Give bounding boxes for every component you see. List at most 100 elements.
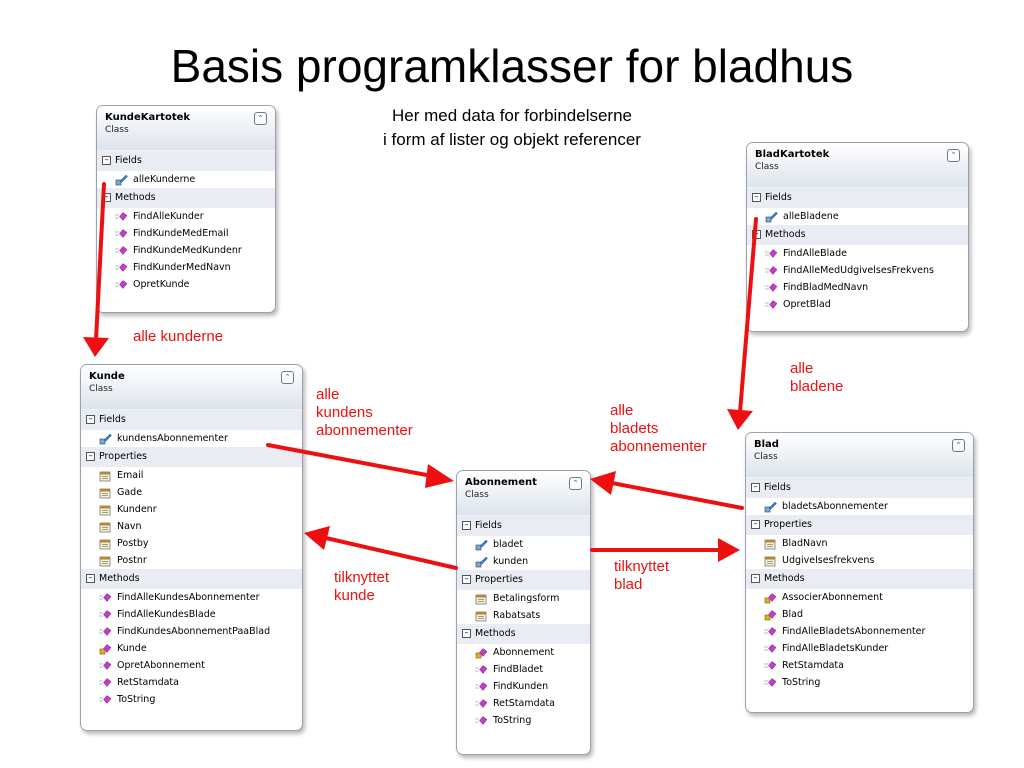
method-item: FindBladMedNavn bbox=[747, 279, 968, 296]
field-icon bbox=[475, 556, 488, 568]
field-item: alleBladene bbox=[747, 208, 968, 225]
collapse-minus-icon[interactable]: – bbox=[752, 230, 761, 239]
collapse-icon[interactable]: ⌃ bbox=[569, 477, 582, 490]
methods-section[interactable]: –Methods bbox=[97, 188, 275, 208]
method-icon bbox=[99, 694, 112, 706]
class-name: KundeKartotek bbox=[105, 112, 191, 123]
collapse-minus-icon[interactable]: – bbox=[462, 521, 471, 530]
method-item: FindAlleKundesBlade bbox=[81, 606, 302, 623]
collapse-icon[interactable]: ⌃ bbox=[281, 371, 294, 384]
method-item: FindAlleBladetsAbonnementer bbox=[746, 623, 973, 640]
property-item: Postby bbox=[81, 535, 302, 552]
method-icon bbox=[475, 664, 488, 676]
method-item: FindAlleKunder bbox=[97, 208, 275, 225]
collapse-minus-icon[interactable]: – bbox=[751, 520, 760, 529]
method-icon bbox=[99, 677, 112, 689]
class-box-blad[interactable]: Blad Class ⌃ –Fields bladetsAbonnementer… bbox=[745, 432, 974, 713]
page-title: Basis programklasser for bladhus bbox=[170, 40, 854, 92]
method-item: ToString bbox=[746, 674, 973, 691]
method-icon bbox=[475, 715, 488, 727]
property-icon bbox=[475, 610, 488, 622]
arrow-tilknyttet-kunde bbox=[304, 526, 458, 570]
property-icon bbox=[764, 555, 777, 567]
fields-section[interactable]: –Fields bbox=[81, 410, 302, 430]
class-box-bladkartotek[interactable]: BladKartotek Class ⌃ –Fields alleBladene… bbox=[746, 142, 969, 332]
methods-section[interactable]: –Methods bbox=[81, 569, 302, 589]
collapse-icon[interactable]: ⌃ bbox=[947, 149, 960, 162]
property-icon bbox=[99, 521, 112, 533]
label-alle-kunderne: alle kunderne bbox=[133, 328, 224, 345]
fields-section[interactable]: –Fields bbox=[747, 188, 968, 208]
method-icon bbox=[764, 677, 777, 689]
label-alle-kundens-abonnementer: alle kundens abonnementer bbox=[316, 386, 413, 439]
collapse-minus-icon[interactable]: – bbox=[752, 193, 761, 202]
field-icon bbox=[115, 174, 128, 186]
method-icon bbox=[765, 265, 778, 277]
fields-section[interactable]: –Fields bbox=[746, 478, 973, 498]
method-item: OpretAbonnement bbox=[81, 657, 302, 674]
label-tilknyttet-kunde: tilknyttet kunde bbox=[334, 569, 390, 604]
property-item: BladNavn bbox=[746, 535, 973, 552]
class-name: Abonnement bbox=[465, 477, 537, 488]
property-item: Rabatsats bbox=[457, 607, 590, 624]
properties-section[interactable]: –Properties bbox=[81, 447, 302, 467]
method-item: FindKundesAbonnementPaaBlad bbox=[81, 623, 302, 640]
methods-section[interactable]: –Methods bbox=[457, 624, 590, 644]
constructor-item: Blad bbox=[746, 606, 973, 623]
constructor-item: AssocierAbonnement bbox=[746, 589, 973, 606]
collapse-icon[interactable]: ⌃ bbox=[952, 439, 965, 452]
method-item: RetStamdata bbox=[746, 657, 973, 674]
field-icon bbox=[475, 539, 488, 551]
method-item: FindKundeMedKundenr bbox=[97, 242, 275, 259]
method-icon bbox=[115, 228, 128, 240]
field-icon bbox=[765, 211, 778, 223]
collapse-icon[interactable]: ⌃ bbox=[254, 112, 267, 125]
collapse-minus-icon[interactable]: – bbox=[102, 156, 111, 165]
fields-section[interactable]: –Fields bbox=[457, 516, 590, 536]
method-icon bbox=[115, 279, 128, 291]
property-item: Email bbox=[81, 467, 302, 484]
collapse-minus-icon[interactable]: – bbox=[751, 574, 760, 583]
field-item: alleKunderne bbox=[97, 171, 275, 188]
class-header: Kunde Class ⌃ bbox=[81, 365, 302, 410]
class-stereotype: Class bbox=[89, 384, 113, 394]
method-item: ToString bbox=[81, 691, 302, 708]
method-icon bbox=[99, 626, 112, 638]
class-box-kundekartotek[interactable]: KundeKartotek Class ⌃ –Fields alleKunder… bbox=[96, 105, 276, 313]
method-icon bbox=[764, 643, 777, 655]
collapse-minus-icon[interactable]: – bbox=[102, 193, 111, 202]
collapse-minus-icon[interactable]: – bbox=[86, 415, 95, 424]
method-icon bbox=[765, 299, 778, 311]
field-item: kundensAbonnementer bbox=[81, 430, 302, 447]
methods-section[interactable]: –Methods bbox=[746, 569, 973, 589]
method-item: FindKunderMedNavn bbox=[97, 259, 275, 276]
properties-section[interactable]: –Properties bbox=[746, 515, 973, 535]
class-box-abonnement[interactable]: Abonnement Class ⌃ –Fields bladet kunden… bbox=[456, 470, 591, 755]
collapse-minus-icon[interactable]: – bbox=[751, 483, 760, 492]
class-header: Blad Class ⌃ bbox=[746, 433, 973, 478]
collapse-minus-icon[interactable]: – bbox=[462, 575, 471, 584]
fields-section[interactable]: –Fields bbox=[97, 151, 275, 171]
collapse-minus-icon[interactable]: – bbox=[462, 629, 471, 638]
method-icon bbox=[764, 660, 777, 672]
properties-section[interactable]: –Properties bbox=[457, 570, 590, 590]
method-item: OpretKunde bbox=[97, 276, 275, 293]
methods-section[interactable]: –Methods bbox=[747, 225, 968, 245]
arrow-bladets-abonnementer bbox=[590, 471, 744, 510]
method-item: ToString bbox=[457, 712, 590, 729]
method-item: FindBladet bbox=[457, 661, 590, 678]
class-stereotype: Class bbox=[105, 125, 129, 135]
subtitle-line-2: i form af lister og objekt referencer bbox=[383, 130, 641, 149]
class-stereotype: Class bbox=[465, 490, 489, 500]
class-box-kunde[interactable]: Kunde Class ⌃ –Fields kundensAbonnemente… bbox=[80, 364, 303, 731]
label-alle-bladets-abonnementer: alle bladets abonnementer bbox=[610, 402, 707, 455]
property-icon bbox=[99, 470, 112, 482]
method-icon bbox=[115, 262, 128, 274]
property-item: Gade bbox=[81, 484, 302, 501]
collapse-minus-icon[interactable]: – bbox=[86, 452, 95, 461]
method-item: FindAlleKundesAbonnementer bbox=[81, 589, 302, 606]
property-item: Postnr bbox=[81, 552, 302, 569]
collapse-minus-icon[interactable]: – bbox=[86, 574, 95, 583]
method-item: FindAlleMedUdgivelsesFrekvens bbox=[747, 262, 968, 279]
field-icon bbox=[764, 501, 777, 513]
